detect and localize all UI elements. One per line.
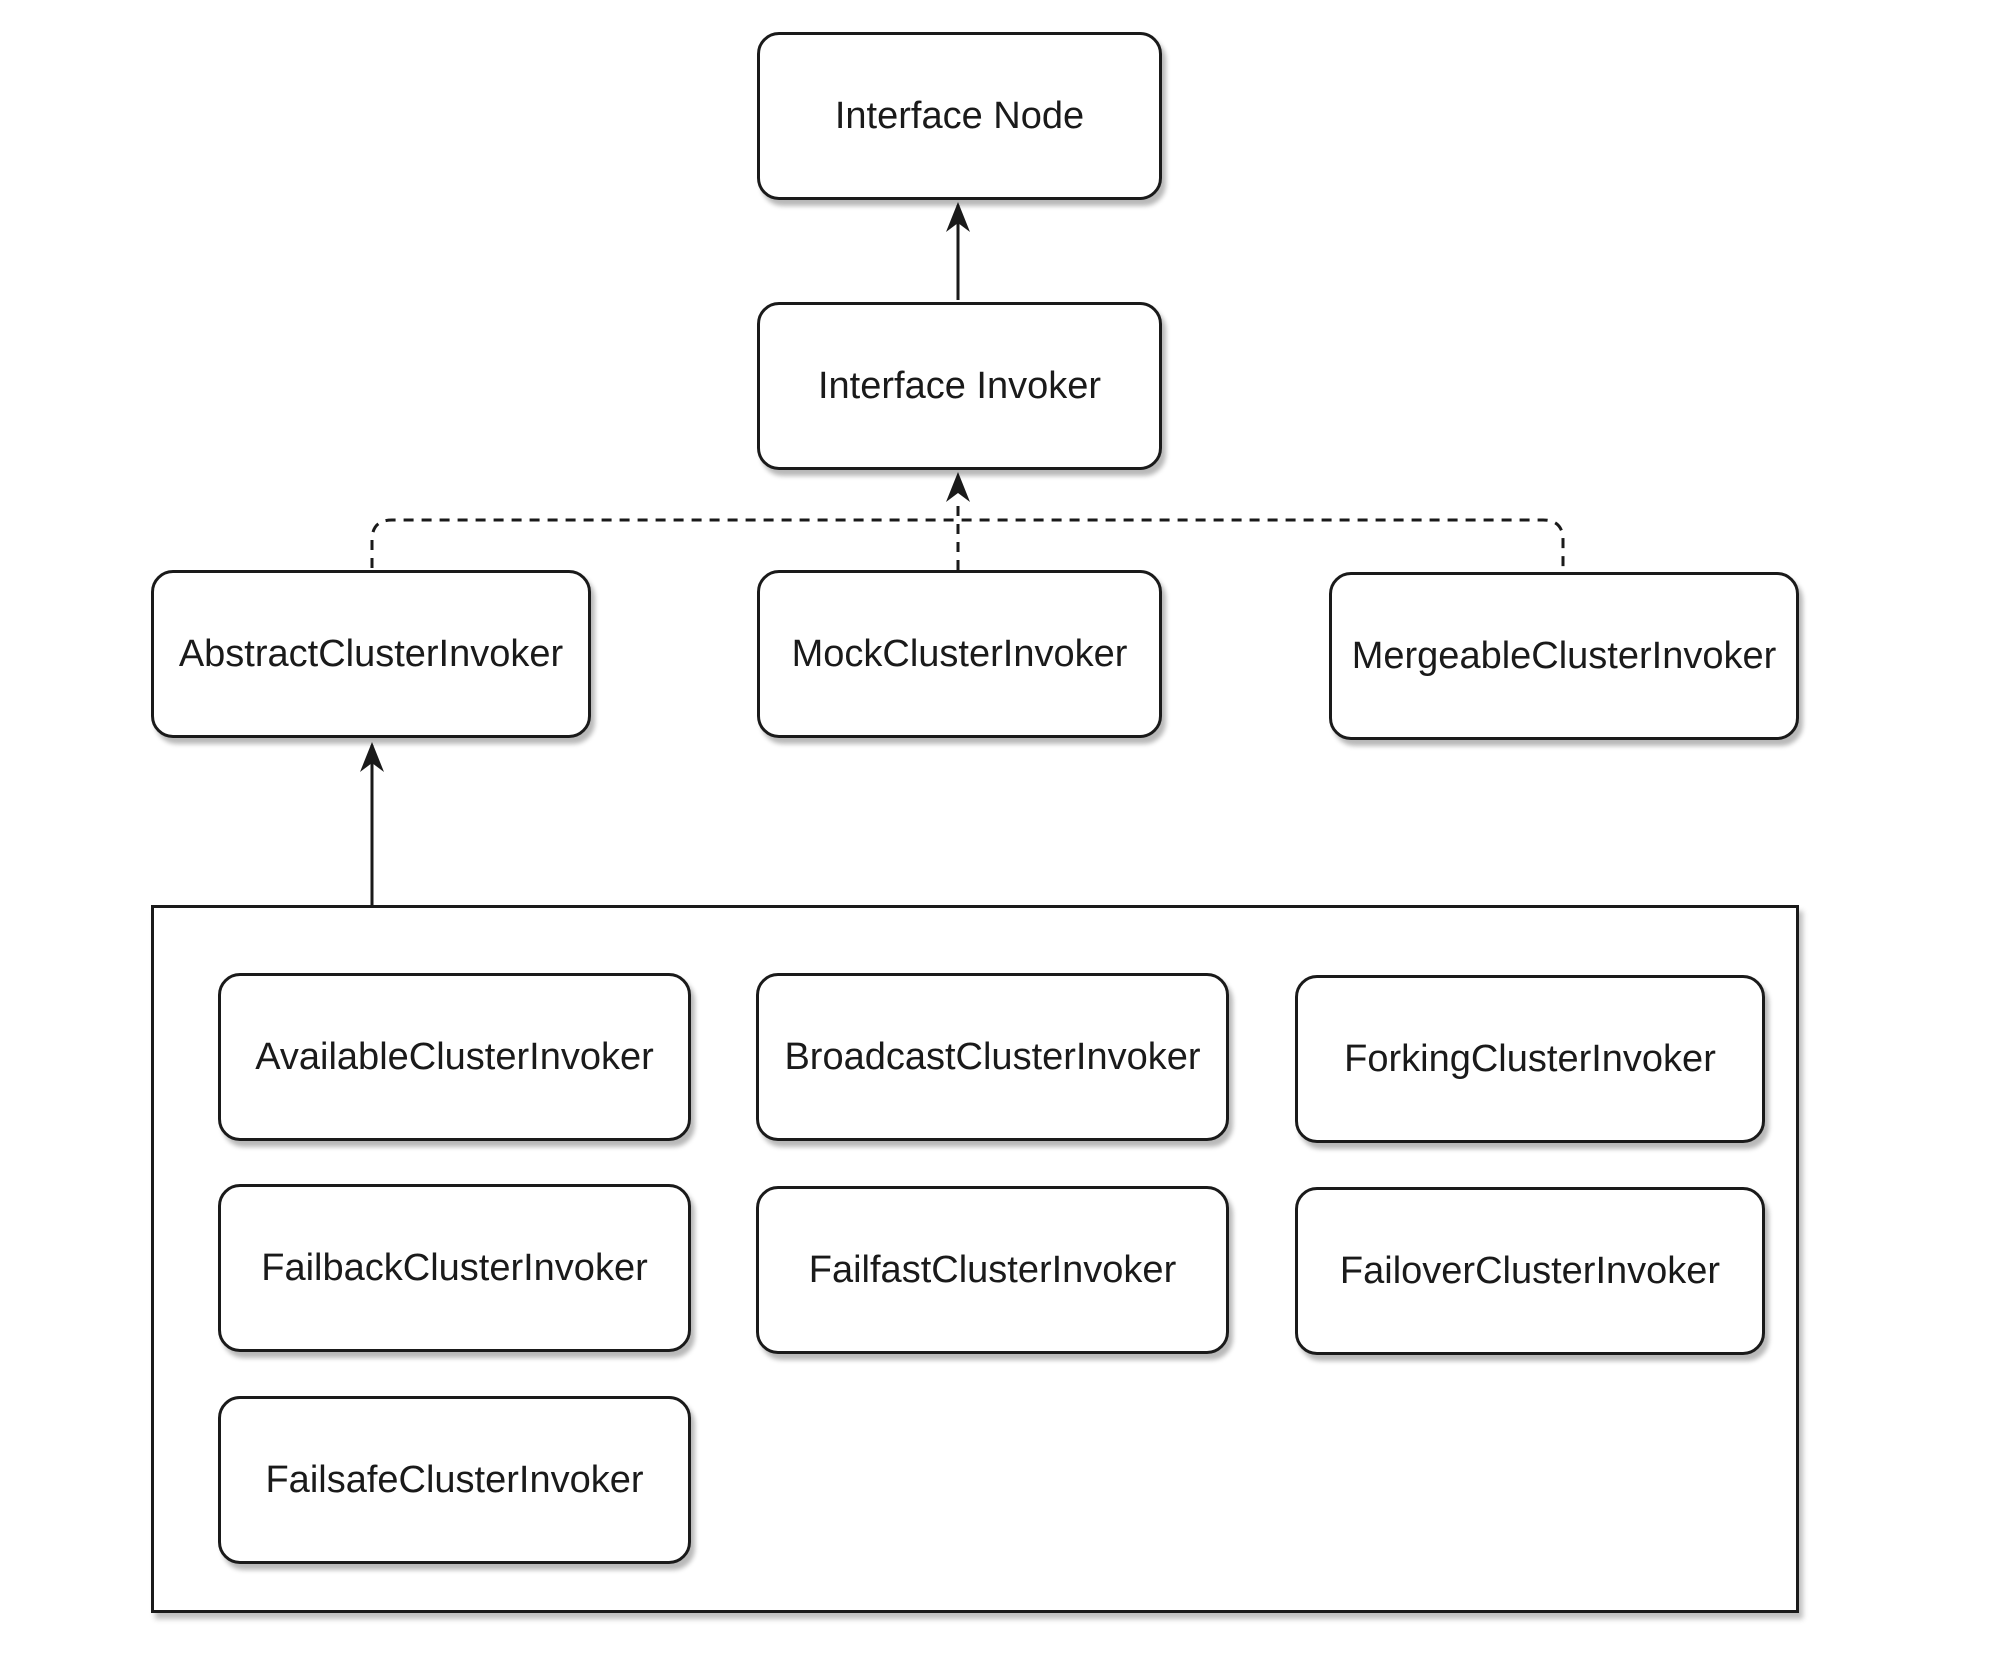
edge-invoker-to-node (946, 202, 970, 300)
failback-cluster-invoker-label: FailbackClusterInvoker (261, 1246, 648, 1289)
dashed-bus-line (370, 518, 1565, 570)
edge-implementations-to-invoker (370, 500, 1565, 570)
failover-cluster-invoker-label: FailoverClusterInvoker (1339, 1249, 1721, 1292)
failfast-cluster-invoker-label: FailfastClusterInvoker (808, 1248, 1177, 1291)
mock-cluster-invoker-box: MockClusterInvoker (757, 570, 1162, 738)
failsafe-cluster-invoker-box: FailsafeClusterInvoker (218, 1396, 691, 1564)
abstract-cluster-invoker-box: AbstractClusterInvoker (151, 570, 591, 738)
mock-cluster-invoker-label: MockClusterInvoker (791, 632, 1128, 675)
mergeable-cluster-invoker-box: MergeableClusterInvoker (1329, 572, 1799, 740)
failfast-cluster-invoker-box: FailfastClusterInvoker (756, 1186, 1229, 1354)
arrow-head-icon (360, 742, 384, 772)
interface-invoker-box: Interface Invoker (757, 302, 1162, 470)
interface-node-label: Interface Node (834, 94, 1085, 137)
mergeable-cluster-invoker-label: MergeableClusterInvoker (1351, 634, 1777, 677)
failsafe-cluster-invoker-label: FailsafeClusterInvoker (265, 1458, 644, 1501)
interface-node-box: Interface Node (757, 32, 1162, 200)
failover-cluster-invoker-box: FailoverClusterInvoker (1295, 1187, 1765, 1355)
available-cluster-invoker-label: AvailableClusterInvoker (255, 1035, 654, 1078)
broadcast-cluster-invoker-box: BroadcastClusterInvoker (756, 973, 1229, 1141)
forking-cluster-invoker-label: ForkingClusterInvoker (1344, 1037, 1716, 1080)
edge-group-to-abstract (360, 742, 384, 905)
abstract-cluster-invoker-label: AbstractClusterInvoker (178, 632, 564, 675)
failback-cluster-invoker-box: FailbackClusterInvoker (218, 1184, 691, 1352)
broadcast-cluster-invoker-label: BroadcastClusterInvoker (784, 1035, 1201, 1078)
arrow-head-icon (946, 472, 970, 502)
forking-cluster-invoker-box: ForkingClusterInvoker (1295, 975, 1765, 1143)
interface-invoker-label: Interface Invoker (817, 364, 1102, 407)
available-cluster-invoker-box: AvailableClusterInvoker (218, 973, 691, 1141)
arrow-head-icon (946, 202, 970, 232)
